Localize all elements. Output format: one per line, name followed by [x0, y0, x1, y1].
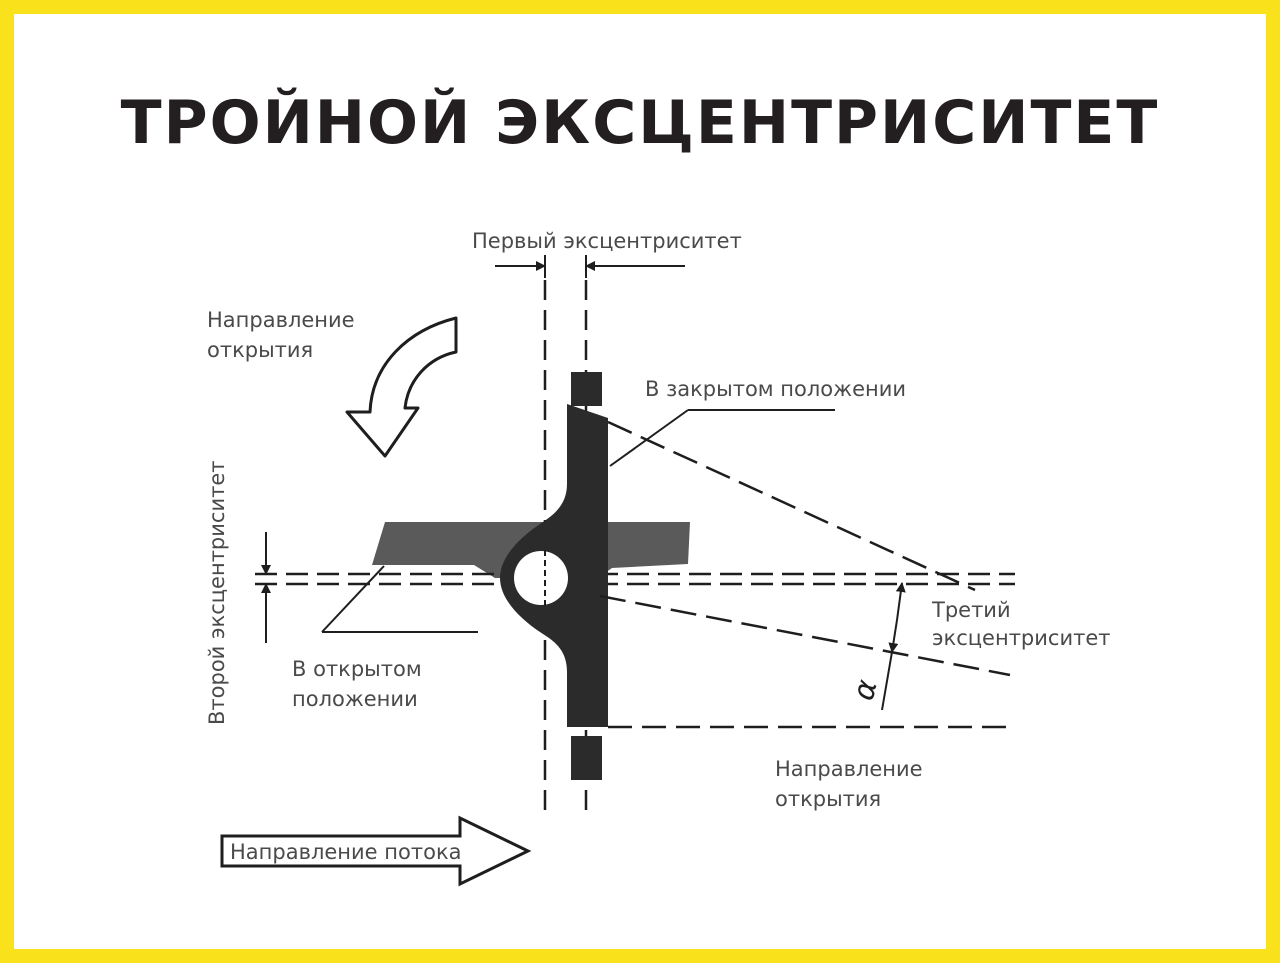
open-position-label-line2: положении	[292, 687, 418, 711]
open-position-label-line1: В открытом	[292, 657, 422, 681]
page-title: ТРОЙНОЙ ЭКСЦЕНТРИСИТЕТ	[120, 88, 1160, 158]
disc-closed-position	[500, 372, 608, 780]
flow-direction-arrow: Направление потока	[220, 815, 532, 887]
third-eccentricity-label-line2: эксцентриситет	[932, 626, 1111, 650]
alpha-angle-label: α	[846, 676, 885, 704]
first-eccentricity-dimension: Первый эксцентриситет	[472, 229, 742, 278]
closed-position-leader	[609, 409, 689, 467]
first-eccentricity-label: Первый эксцентриситет	[472, 229, 742, 253]
closed-position-cone-line	[607, 420, 976, 592]
open-direction-bottom-label-line1: Направление	[775, 757, 923, 781]
second-eccentricity-axes	[255, 572, 1015, 586]
second-eccentricity-label: Второй эксцентриситет	[205, 461, 229, 725]
third-eccentricity-label-line1: Третий	[931, 598, 1011, 622]
third-eccentricity-dimension: Третий эксцентриситет α	[846, 582, 1111, 711]
open-direction-top-label-line2: открытия	[207, 338, 313, 362]
open-direction-bottom-label-line2: открытия	[775, 787, 881, 811]
closed-position-label: В закрытом положении	[645, 377, 906, 401]
open-position-leader	[321, 565, 385, 633]
third-eccentricity-cone-line	[599, 594, 1011, 677]
second-eccentricity-dimension: Второй эксцентриситет	[205, 461, 271, 725]
opening-direction-curved-arrow	[345, 316, 458, 458]
open-direction-top-label-line1: Направление	[207, 308, 355, 332]
flow-direction-label: Направление потока	[230, 840, 462, 864]
